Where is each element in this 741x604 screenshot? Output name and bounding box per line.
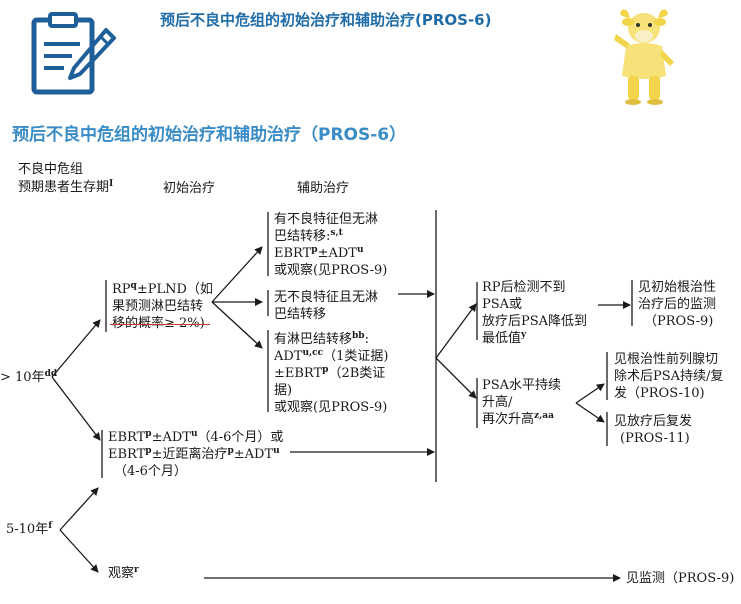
life-expectancy-over-10-years: > 10年dd: [0, 369, 58, 386]
section-title: 预后不良中危组的初始治疗和辅助治疗（PROS-6）: [12, 125, 407, 145]
column-header-initial-treatment: 初始治疗: [163, 181, 216, 196]
header-title: 预后不良中危组的初始治疗和辅助治疗(PROS-6): [160, 11, 492, 29]
column-header-life-expectancy-line1: 不良中危组: [18, 162, 84, 177]
initial-observe: 观察r: [108, 565, 139, 582]
outcome-see-monitoring-pros-9: 见监测（PROS-9): [626, 571, 735, 586]
column-header-adjuvant-treatment: 辅助治疗: [297, 181, 350, 196]
life-expectancy-5-10-years: 5-10年f: [6, 521, 53, 538]
yellow-cow-mascot: [608, 6, 680, 106]
column-header-life-expectancy: 预期患者生存期I: [18, 179, 114, 196]
clipboard-pen-icon: [28, 10, 120, 98]
